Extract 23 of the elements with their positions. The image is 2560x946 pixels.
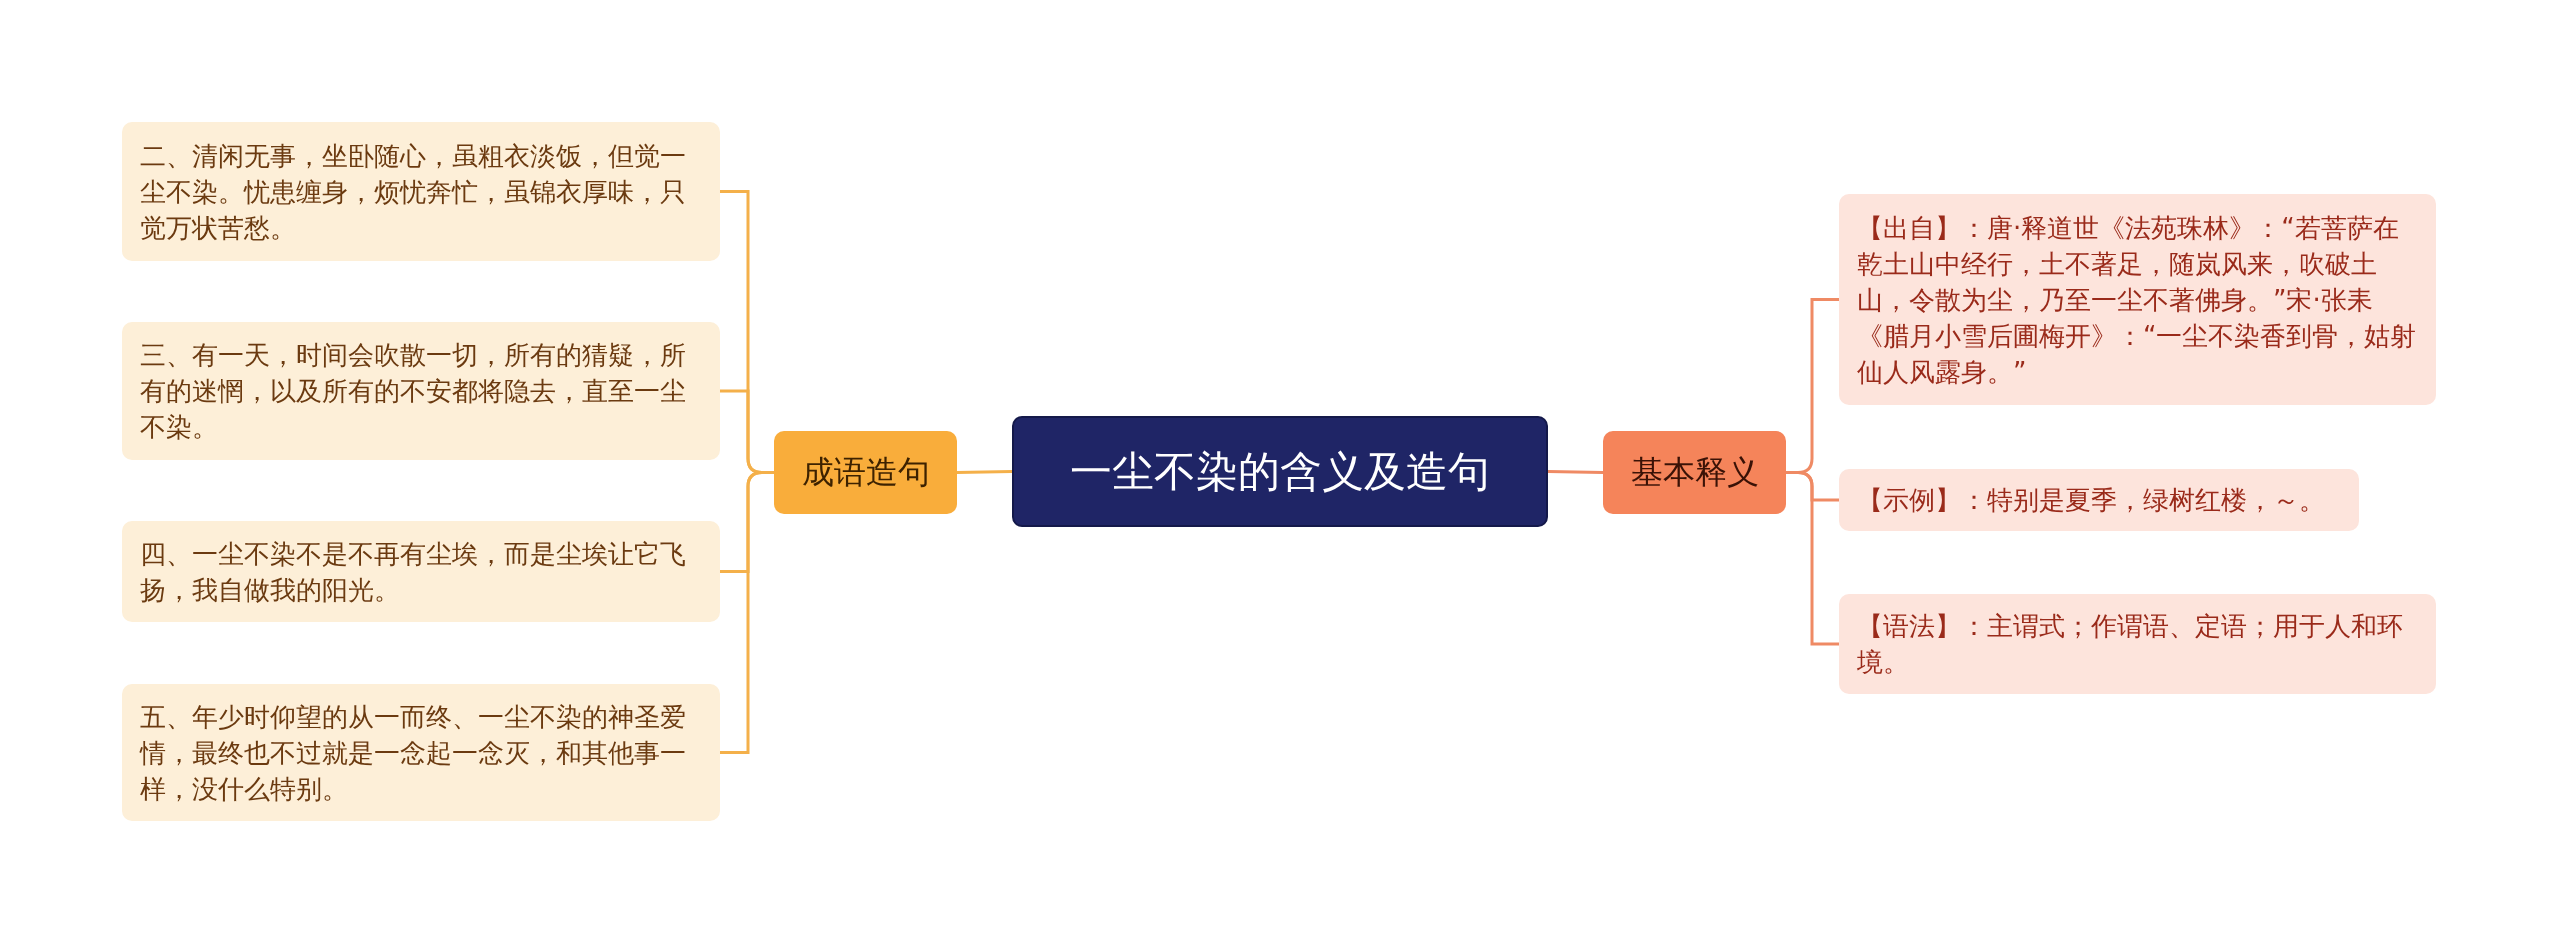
leaf-card [122, 322, 720, 460]
branch-topic [774, 431, 957, 514]
connector-line [1547, 470, 1604, 474]
central-topic [1012, 416, 1548, 527]
leaf-card [1839, 194, 2436, 405]
card-text: 三、有一天，时间会吹散一切，所有的猜疑，所有的迷惘，以及所有的不安都将隐去，直至一尘不染。 [140, 339, 687, 444]
topic-label: 基本释义 [1630, 451, 1759, 493]
connector-line [1786, 471, 1839, 646]
connector-line [956, 470, 1013, 474]
card-text: 【示例】：特别是夏季，绿树红楼，～。 [1857, 484, 2325, 517]
branch-topic [1603, 431, 1786, 514]
leaf-card [122, 122, 720, 261]
topic-label: 成语造句 [801, 451, 930, 493]
card-text: 二、清闲无事，坐卧随心，虽粗衣淡饭，但觉一尘不染。忧患缠身，烦忧奔忙，虽锦衣厚味，只觉万状苦愁。 [140, 139, 687, 245]
card-text: 五、年少时仰望的从一而终、一尘不染的神圣爱情，最终也不过就是一念起一念灭，和其他事一样，没什么特别。 [140, 700, 687, 806]
leaf-card [1839, 469, 2359, 531]
topic-title: 一尘不染的含义及造句 [1070, 445, 1490, 498]
card-text: 【语法】：主谓式；作谓语、定语；用于人和环境。 [1857, 610, 2404, 679]
card-text: 【出自】：唐·释道世《法苑珠林》：“若菩萨在乾土山中经行，土不著足，随岚风来，吹破土山，令散为尘，乃至一尘不著佛身。”宋·张耒《腊月小雪后圃梅开》：“一尘不染香到骨，姑射仙人风露身。” [1857, 211, 2418, 389]
card-text: 四、一尘不染不是不再有尘埃，而是尘埃让它飞扬，我自做我的阳光。 [140, 537, 687, 607]
leaf-card [122, 684, 720, 821]
leaf-card [1839, 594, 2436, 694]
leaf-card [122, 521, 720, 622]
